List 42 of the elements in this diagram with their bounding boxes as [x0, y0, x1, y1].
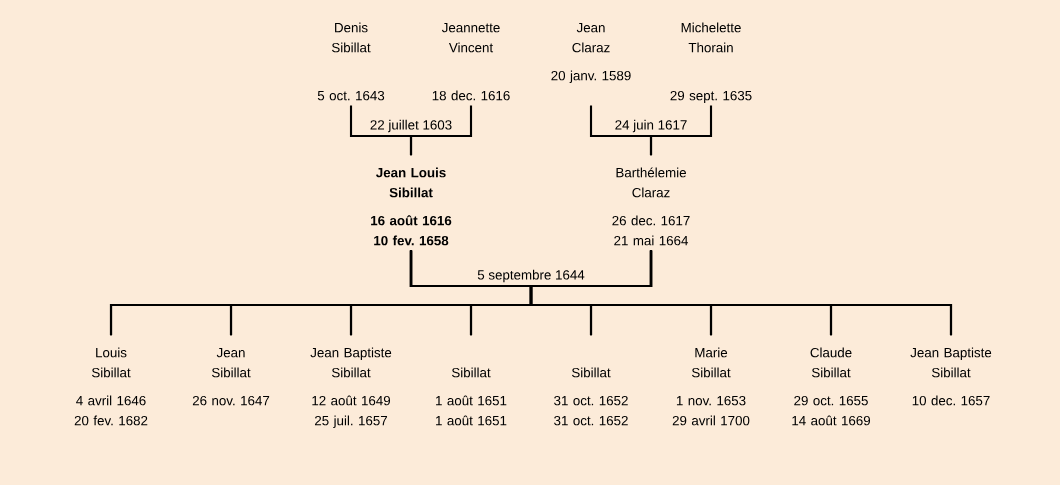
person-name: Jean Sibillat: [212, 348, 251, 378]
person-name: Louis Sibillat: [92, 347, 131, 378]
person-name: Sibillat: [451, 367, 491, 378]
date: 5 oct. 1643: [317, 90, 385, 101]
date: 16 août 1616: [371, 215, 452, 226]
date: 10 fev. 1658: [374, 235, 449, 246]
date: 20 fev. 1682: [74, 415, 148, 426]
date: 29 oct. 1655: [794, 395, 868, 406]
person-name: Claude Sibillat: [810, 347, 852, 378]
date: 1 nov. 1653: [676, 395, 746, 406]
date: 31 oct. 1652: [554, 415, 628, 426]
date: 26 nov. 1647: [192, 395, 270, 406]
person-name: Barthélemie Claraz: [616, 167, 686, 198]
connector-line: [649, 105, 713, 156]
date: 4 avril 1646: [76, 395, 146, 406]
edge-label: 5 septembre 1644: [477, 269, 585, 283]
connector-line: [409, 105, 473, 156]
date: 14 août 1669: [792, 415, 870, 426]
date: 29 sept. 1635: [670, 90, 752, 103]
date: 1 août 1651: [436, 395, 507, 406]
date: 10 dec. 1657: [912, 395, 990, 406]
date: 26 dec. 1617: [612, 215, 690, 226]
person-name: Michelette Thorain: [681, 22, 741, 53]
person-name: Jean Claraz: [572, 23, 610, 53]
person-name: Denis Sibillat: [332, 22, 371, 53]
edge-label: 24 juin 1617: [615, 119, 687, 133]
date: 12 août 1649: [312, 395, 391, 406]
person-name: Jean Louis Sibillat: [376, 167, 446, 198]
person-name: Marie Sibillat: [691, 347, 731, 378]
date: 1 août 1651: [436, 415, 507, 426]
person-name: Jeannette Vincent: [441, 23, 500, 53]
date: 29 avril 1700: [672, 415, 750, 426]
person-name: Jean Baptiste Sibillat: [910, 347, 992, 378]
person-name: Jean Baptiste Sibillat: [310, 347, 392, 378]
connector-line: [529, 250, 953, 336]
person-name: Sibillat: [571, 367, 611, 378]
date: 18 dec. 1616: [432, 90, 510, 101]
edge-label: 22 juillet 1603: [370, 119, 452, 133]
date: 25 juil. 1657: [315, 415, 387, 428]
date: 31 oct. 1652: [554, 395, 628, 406]
date: 21 mai 1664: [614, 235, 688, 246]
date: 20 janv. 1589: [551, 70, 631, 83]
